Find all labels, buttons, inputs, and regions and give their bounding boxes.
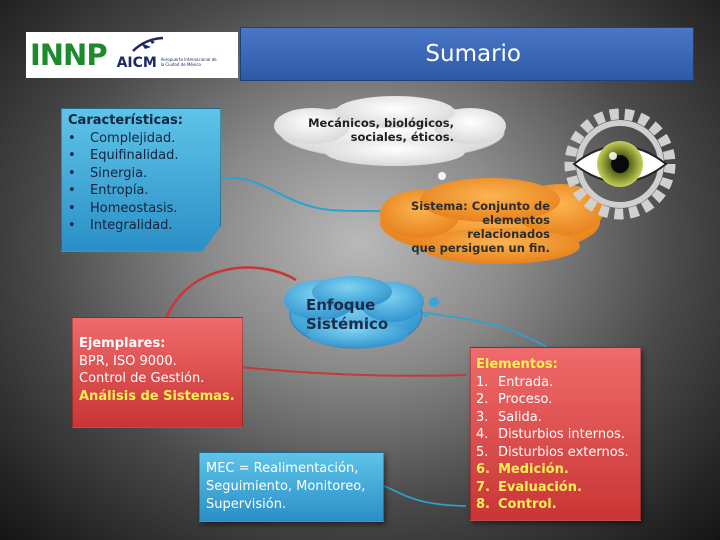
list-item: 8.Control. [476,497,557,512]
aicm-logo: AICM Aeropuerto Internacional de la Ciud… [117,35,217,75]
elementos-list: 1.Entrada. 2.Proceso. 3.Salida. 4.Distur… [476,374,638,514]
connector-ejemplares-elementos [239,366,467,377]
ejemplares-line: Control de Gestión. [79,371,205,386]
cloud-top-text: Mecánicos, biológicos, sociales, éticos. [308,116,454,144]
airplane-icon [131,36,163,52]
mec-box: MEC = Realimentación, Seguimiento, Monit… [199,452,384,522]
aicm-logo-subtitle: Aeropuerto Internacional de la Ciudad de… [160,57,217,67]
list-item: •Sinergia. [68,165,148,181]
cloud-enfoque-text: Enfoque Sistémico [306,296,389,333]
connector-mec-elementos [383,485,467,507]
caracteristicas-title: Características: [68,113,183,128]
eye-gear-icon [564,108,676,220]
ejemplares-highlight: Análisis de Sistemas. [79,388,235,404]
list-item: •Complejidad. [68,130,176,146]
list-item: •Equifinalidad. [68,148,179,163]
elementos-box: Elementos: 1.Entrada. 2.Proceso. 3.Salid… [470,347,641,521]
connector-enfoque-ejemplares [164,266,297,319]
list-item: 4.Disturbios internos. [476,427,625,442]
connector-enfoque-elementos [419,311,549,349]
list-item: 2.Proceso. [476,392,553,407]
cloud-sistema-shape [380,178,604,264]
page-title: Sumario [425,41,521,67]
aicm-logo-text: AICM [116,55,157,71]
ejemplares-title: Ejemplares: [79,336,166,351]
caracteristicas-list: •Complejidad. •Equifinalidad. •Sinergia.… [68,130,212,235]
caracteristicas-box: Características: •Complejidad. •Equifina… [61,108,221,252]
list-item: •Homeostasis. [68,200,178,216]
logo-banner: INNP AICM Aeropuerto Internacional de la… [26,32,238,78]
ejemplares-box: Ejemplares: BPR, ISO 9000. Control de Ge… [72,317,243,428]
list-item: 6.Medición. [476,462,569,477]
ejemplares-line: BPR, ISO 9000. [79,353,177,369]
list-item: •Integralidad. [68,218,173,233]
list-item: 1.Entrada. [476,374,554,390]
list-item: •Entropía. [68,183,149,198]
list-item: 7.Evaluación. [476,479,582,495]
list-item: 5.Disturbios externos. [476,444,629,460]
cloud-enfoque-shape [284,276,439,349]
list-item: 3.Salida. [476,409,542,425]
cloud-sistema-text: Sistema: Conjunto de elementos relaciona… [411,199,550,255]
innp-logo: INNP [30,38,108,72]
cloud-top-shape [274,96,506,187]
title-bar: Sumario [240,27,694,81]
connector-caracteristicas-sistema [217,177,391,213]
elementos-title: Elementos: [476,357,558,372]
